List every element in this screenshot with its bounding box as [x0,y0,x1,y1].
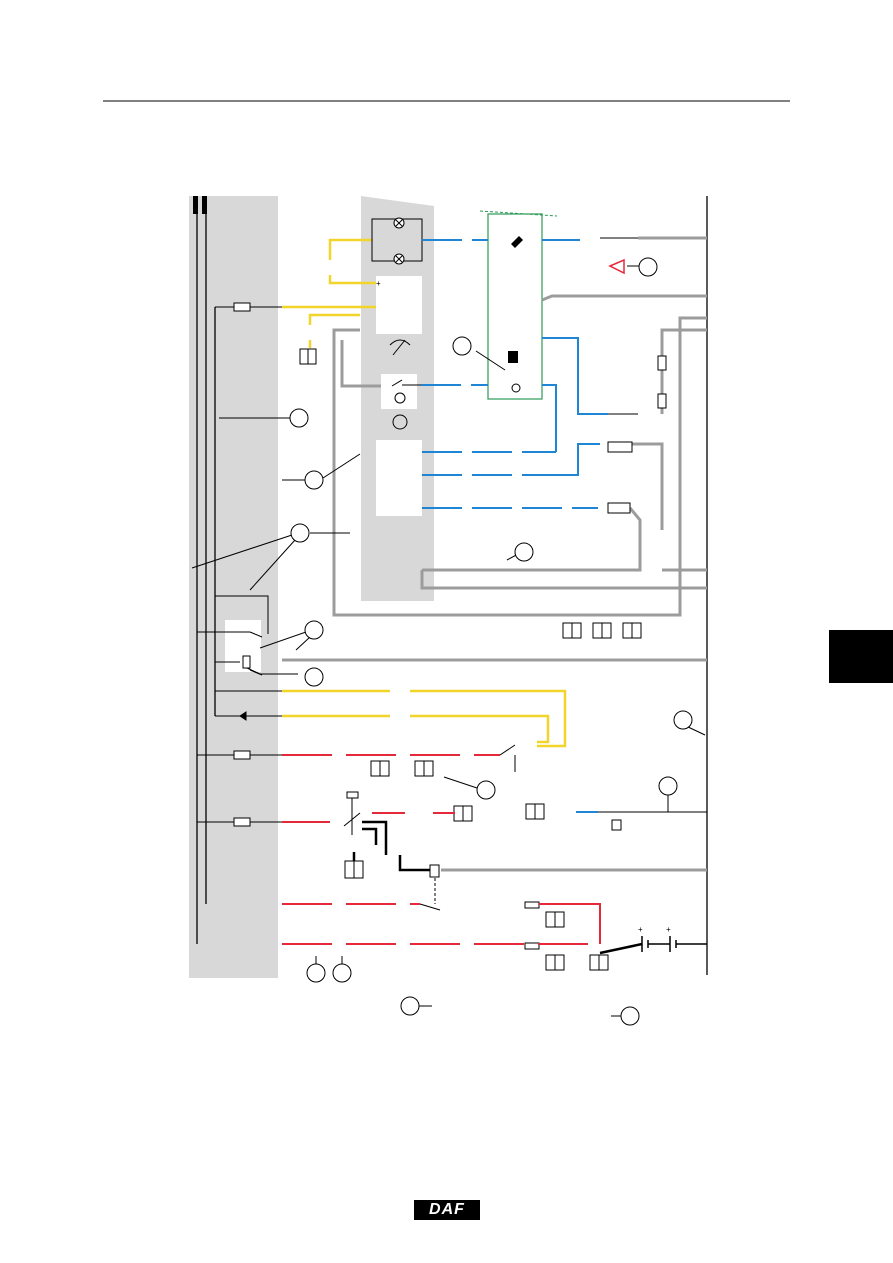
warning-lamp-cluster [487,213,543,400]
warning-symbol-icon [508,236,523,393]
leader-lines [191,265,706,1017]
blue-wires [421,239,598,813]
lamp-icon [393,217,405,265]
main-bus-bar-2 [202,196,207,214]
fuse-icon [197,302,282,827]
gauge-box-2 [381,374,417,409]
ignition-switch-icon [343,791,430,872]
blue-wires-solid [542,337,608,476]
yellow-wires-top [282,238,376,348]
red-wires [282,754,600,945]
battery-cable [599,942,643,955]
gauge-box-3 [376,440,422,516]
battery-icon [641,936,707,952]
sensor-icon [242,355,667,950]
main-bus-bar-1 [193,196,198,214]
lamp-plus: + [376,279,381,288]
daf-logo: DAF [414,1200,480,1220]
diode-icon [215,690,282,721]
battery-plus-2: + [666,925,671,934]
red-wires-solid [372,812,601,944]
chapter-tab [829,630,893,683]
relay-icon [197,595,298,675]
green-frame-top [479,210,558,217]
harness-panel-left [189,196,278,978]
yellow-wires-lower [282,689,567,748]
harness-wires-grey [282,236,707,872]
callout-circles [289,257,693,1026]
pressure-switch-icon [419,237,707,911]
warning-triangle-icon [608,258,625,275]
gauge-icon [389,339,411,430]
gauge-box-1 [376,276,422,334]
battery-plus-1: + [638,925,643,934]
